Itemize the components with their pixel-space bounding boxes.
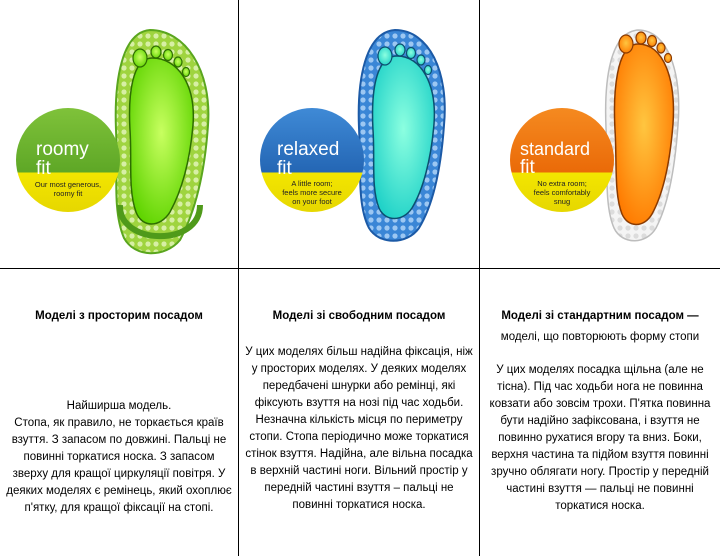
- badge-subtitle: on your foot: [292, 197, 333, 206]
- description-line: п'ятку, для кращої фіксації на стопі.: [24, 502, 214, 514]
- description-line: У цих моделях посадка щільна (але не: [496, 364, 704, 376]
- description-line: У цих моделях більш надійна фіксація, ні…: [245, 346, 473, 358]
- description-line: ковзати або зовсім трохи. П'ятка повинна: [489, 398, 711, 410]
- description-line: бути надійно зафіксована, і взуття не: [500, 415, 700, 427]
- badge-title: standard: [520, 139, 590, 159]
- badge-title-fit: fit: [36, 158, 52, 179]
- description-line: зручно облягати ногу. Простір у передній: [491, 466, 709, 478]
- row-divider: [0, 268, 720, 269]
- description-line: передбачені шнурки або ремінці, які: [262, 380, 456, 392]
- card-subheading: моделі, що повторюють форму стопи: [500, 331, 700, 343]
- roomy-fit-badge: [16, 108, 120, 212]
- card-relaxed-fit: relaxed fit A little room; feels more se…: [239, 0, 479, 556]
- column-divider: [238, 0, 239, 556]
- description-line: стопи. Стопа періодично може торкатися: [249, 431, 469, 443]
- badge-subtitle: roomy fit: [54, 189, 84, 198]
- description-line: взуття. З запасом по довжині. Пальці не: [11, 434, 227, 446]
- card-description: Найширша модель. Стопа, як правило, не т…: [4, 398, 234, 517]
- description-line: повинні торкатися носка. З запасом: [23, 451, 215, 463]
- foot-shape: [128, 57, 195, 225]
- card-heading: Моделі з просторим посадом: [35, 310, 203, 322]
- badge-title-fit: fit: [277, 158, 293, 179]
- description-line: Стопа, як правило, не торкається країв: [14, 417, 224, 429]
- description-line: Незначна кількість місця по периметру: [255, 414, 463, 426]
- badge-subtitle: feels comfortably: [534, 188, 591, 197]
- relaxed-fit-illustration: relaxed fit A little room; feels more se…: [239, 0, 479, 268]
- badge-title: relaxed: [277, 139, 339, 160]
- badge-subtitle: feels more secure: [282, 188, 342, 197]
- description-line: повинні торкатися носка.: [292, 499, 426, 511]
- description-line: торкатися носка.: [555, 500, 645, 512]
- description-line: повинно рухатися вгору та вниз. Боки,: [498, 432, 702, 444]
- description-line: у просторих моделях. У деяких моделях: [251, 363, 467, 375]
- description-line: фіксують взуття на нозі під час ходьби.: [254, 397, 464, 409]
- card-standard-fit: standard fit No extra room; feels comfor…: [480, 0, 720, 556]
- badge-subtitle: A little room;: [291, 179, 332, 188]
- relaxed-fit-badge: [260, 108, 364, 212]
- standard-fit-illustration: standard fit No extra room; feels comfor…: [480, 0, 720, 268]
- card-description: У цих моделях посадка щільна (але не тіс…: [484, 362, 716, 515]
- badge-subtitle: No extra room;: [537, 179, 587, 188]
- column-divider: [479, 0, 480, 556]
- card-description: У цих моделях більш надійна фіксація, ні…: [243, 344, 475, 514]
- foot-shape: [613, 43, 675, 226]
- roomy-fit-illustration: roomy fit Our most generous, roomy fit: [0, 0, 238, 268]
- description-line: тісна). Під час ходьби нога не повинна: [497, 381, 703, 393]
- badge-title: roomy: [36, 139, 89, 160]
- description-line: стінок взуття. Надійна, але вільна посад…: [245, 448, 473, 460]
- description-line: зверху для кращої циркуляції повітря. У: [12, 468, 226, 480]
- description-line: в верхній частині ноги. Вільний простір …: [250, 465, 468, 477]
- standard-fit-badge: [510, 108, 614, 212]
- description-line: деяких моделях є ремінець, який охоплює: [6, 485, 232, 497]
- foot-shape: [371, 55, 436, 220]
- badge-subtitle: Our most generous,: [35, 180, 101, 189]
- description-line: передній частині взуття – пальці не: [264, 482, 454, 494]
- badge-title-fit: fit: [520, 157, 536, 178]
- description-line: частині взуття — пальці не повинні: [506, 483, 694, 495]
- card-roomy-fit: roomy fit Our most generous, roomy fit М…: [0, 0, 238, 556]
- description-line: верхня частина та підйом взуття повинні: [491, 449, 709, 461]
- badge-subtitle: snug: [554, 197, 570, 206]
- card-heading: Моделі зі стандартним посадом —: [501, 310, 699, 322]
- description-line: Найширша модель.: [66, 400, 172, 412]
- card-heading: Моделі зі свободним посадом: [272, 310, 446, 322]
